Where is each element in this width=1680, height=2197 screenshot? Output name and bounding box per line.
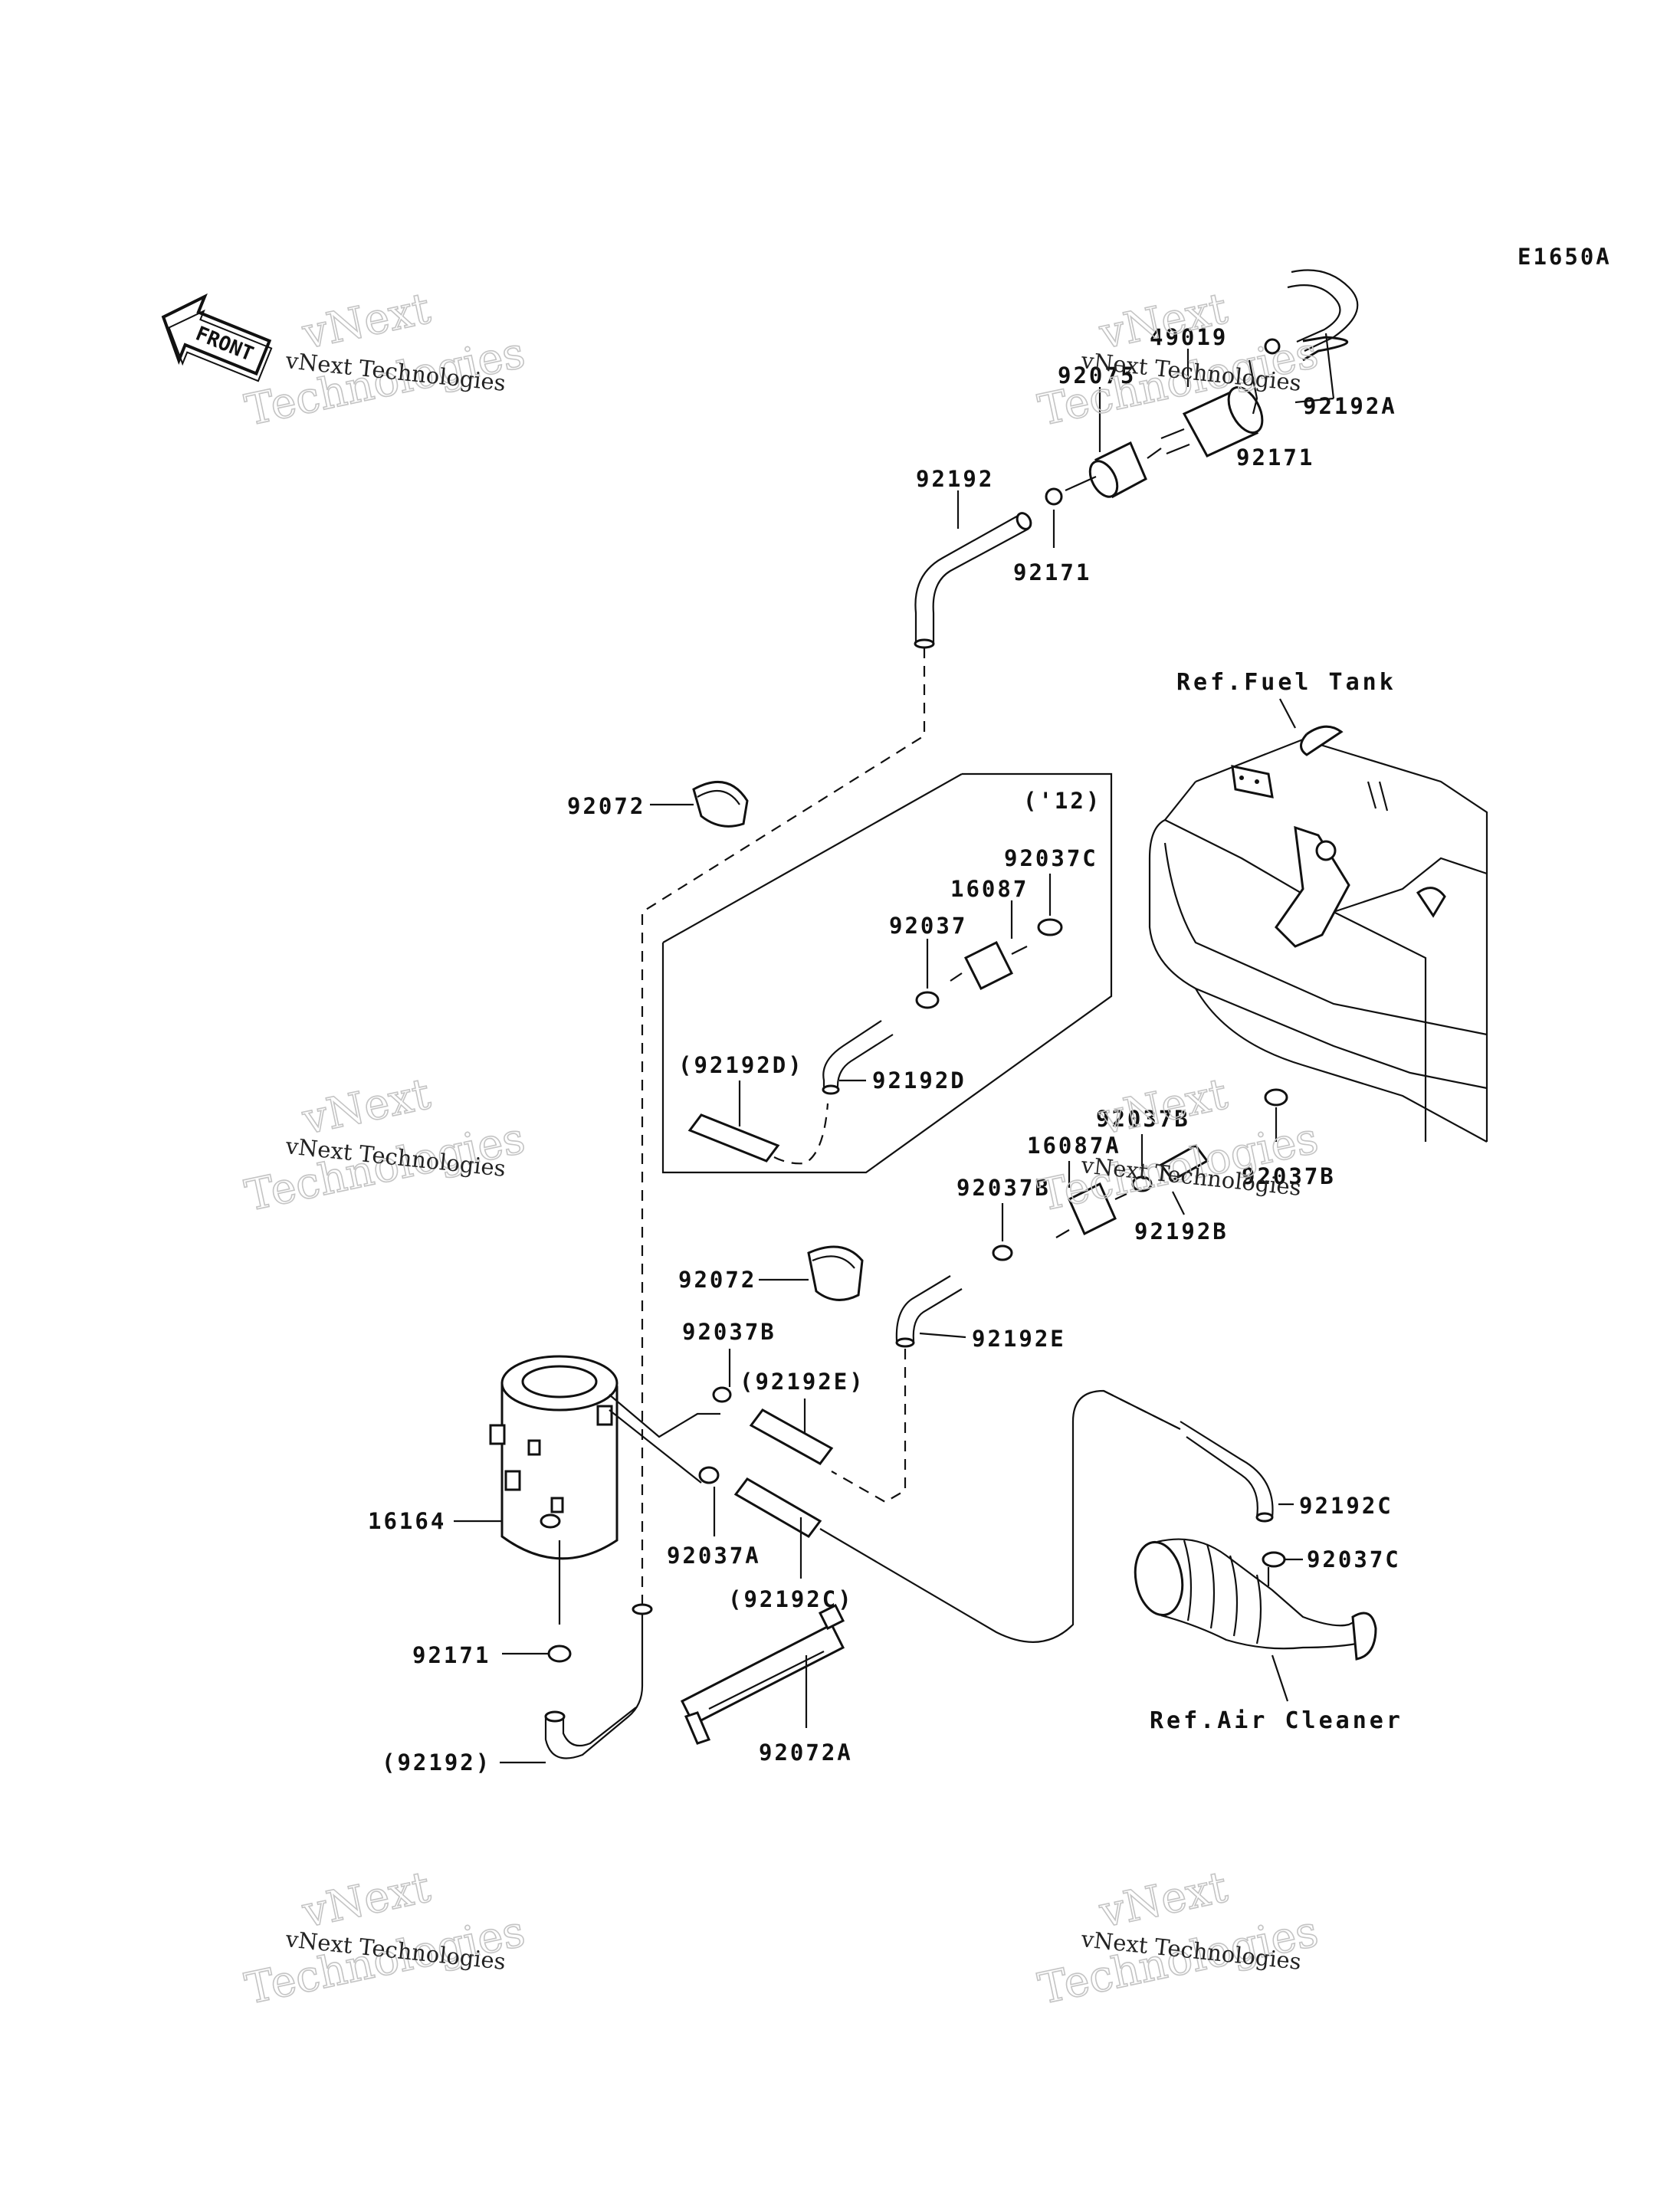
inset-box-2012 [661,772,1113,1174]
fuel-filter-49019 [1160,386,1264,457]
front-arrow-icon: FRONT [161,293,273,382]
callout-92192A: 92192A [1303,393,1397,419]
callout-92171-top: 92171 [1236,444,1314,471]
svg-text:vNext: vNext [297,284,435,359]
callout-92192C: 92192C [1299,1493,1393,1519]
callout-92037C: 92037C [1307,1546,1401,1572]
callout-92037B-a: 92037B [1096,1106,1190,1132]
fuel-tank [1148,725,1488,1143]
watermark-6: vNext Technologies vNext Technologies [1034,1861,1324,2015]
clamp-92171-top [1264,338,1281,355]
svg-text:vNext: vNext [1094,1069,1232,1145]
callout-92037B-b: 92037B [1242,1163,1336,1189]
callout-92072-lower: 92072 [678,1267,756,1293]
callout-92072A: 92072A [759,1740,853,1766]
clamp-92037-inset [915,991,940,1009]
callout-92192D-paren: (92192D) [678,1052,804,1078]
callout-92072-upper: 92072 [567,793,645,819]
air-cleaner-duct [1134,1538,1377,1661]
hose-92192E-paren [749,1408,834,1465]
callout-92171-mid: 92171 [1013,559,1091,585]
callout-92037A: 92037A [667,1543,761,1569]
hose-92192C-paren [733,1477,822,1538]
hose-92192C [1180,1421,1274,1523]
hose-92192E [895,1275,963,1348]
callout-92171-canister: 92171 [412,1642,491,1668]
clamp-92037B-a [1131,1176,1153,1192]
clamp-92171-mid [1045,487,1063,506]
watermark-5: vNext Technologies vNext Technologies [241,1861,530,2015]
callout-16164: 16164 [368,1508,446,1534]
callout-92192E: 92192E [972,1326,1066,1352]
callout-92037C-inset: 92037C [1004,845,1098,871]
hose-92192A [1287,269,1359,362]
callout-92075: 92075 [1058,362,1136,389]
callout-92192D: 92192D [872,1067,966,1094]
watermark-3: vNext Technologies vNext Technologies [241,1068,530,1221]
callout-16087: 16087 [950,876,1029,902]
hose-92192-canister [544,1603,653,1759]
cap-92075 [1088,441,1147,499]
svg-text:vNext: vNext [1094,1862,1232,1938]
ref-fuel-tank: Ref.Fuel Tank [1176,669,1396,696]
hose-92192D-paren [687,1113,780,1162]
callout-92037B-c: 92037B [956,1175,1051,1201]
clamp-92171-canister [547,1644,572,1663]
band-92072-lower [807,1245,864,1301]
svg-text:vNext: vNext [297,1069,435,1145]
diagram-code: E1650A [1518,244,1612,270]
callout-92037-inset: 92037 [889,913,967,939]
hose-92192B [1159,1144,1209,1182]
watermark-2: vNext Technologies vNext Technologies [1034,283,1324,436]
strap-92072A [680,1603,845,1745]
ref-air-cleaner: Ref.Air Cleaner [1150,1707,1403,1734]
clamp-92037A [698,1466,720,1484]
callout-49019: 49019 [1150,324,1228,350]
callout-92192B: 92192B [1134,1218,1229,1244]
svg-text:vNext: vNext [297,1862,435,1938]
leader-lines [454,333,1335,1764]
band-92072-upper [692,780,749,828]
clamp-92037B-b [1264,1088,1288,1107]
hose-92192D [822,1020,894,1095]
callout-92192C-paren: (92192C) [728,1586,854,1612]
callout-92192-paren: (92192) [382,1749,491,1776]
callout-92192E-paren: (92192E) [740,1369,865,1395]
inset-label: ('12) [1023,788,1101,814]
valve-16087 [950,940,1028,991]
hose-92192 [914,512,1032,649]
valve-16087A [1055,1182,1127,1238]
callout-92037B-canister: 92037B [682,1319,776,1345]
callout-16087A: 16087A [1027,1133,1121,1159]
clamp-92037B-canister [712,1386,732,1403]
canister-16164 [489,1355,619,1625]
clamp-92037C-inset [1037,918,1063,936]
watermark-1: vNext Technologies vNext Technologies [241,283,530,436]
callout-92192: 92192 [916,466,994,492]
clamp-92037B-c [992,1244,1013,1261]
